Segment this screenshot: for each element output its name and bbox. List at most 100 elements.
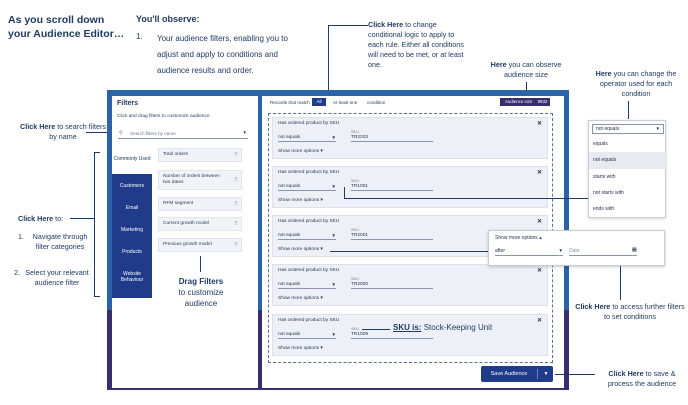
operator-option[interactable]: ends with (593, 206, 615, 212)
sku-label: SKU (351, 228, 359, 232)
more-link (330, 251, 488, 252)
operator-dropdown-select[interactable]: not equals ▼ (592, 124, 664, 134)
show-more-label: Show more options (278, 247, 320, 252)
show-more-options[interactable]: Show more options ▾ (278, 296, 323, 301)
save-audience-group: Save Audience ▼ (481, 366, 553, 382)
show-more-options[interactable]: Show more options ▾ (278, 346, 323, 351)
drag-handle-icon[interactable]: ⠿ (234, 221, 238, 227)
operator-option[interactable]: starts with (593, 174, 616, 180)
logic-all-button[interactable]: All (312, 98, 326, 106)
operator-option[interactable]: not equals (589, 152, 667, 169)
sku-input[interactable]: TR1001 (351, 184, 433, 191)
drag-handle-icon[interactable]: ⠿ (234, 177, 238, 183)
operator-dropdown: not equals ▼ equals not equals starts wi… (588, 120, 667, 218)
filter-item-label: Number of orders between two dates (163, 174, 220, 185)
date-placeholder: Date (569, 248, 580, 254)
show-more-options[interactable]: Show more options ▾ (278, 198, 323, 203)
close-icon[interactable]: ✕ (536, 219, 542, 225)
operator-select[interactable]: not equals▼ (278, 282, 336, 289)
sku-annotation-text: Stock-Keeping Unit (423, 323, 493, 332)
save-annotation-rest: to save & process the audience (607, 369, 677, 388)
show-more-label: Show more options (278, 346, 320, 351)
category-tabs (112, 174, 152, 298)
save-annotation-click: Click Here (608, 369, 644, 378)
sku-annotation: SKU is: Stock-Keeping Unit (393, 323, 492, 332)
logic-annotation-click: Click Here (368, 20, 404, 29)
close-icon[interactable]: ✕ (536, 121, 542, 127)
date-input[interactable]: Date ▦ (569, 247, 637, 256)
more-annotation-arrow (620, 266, 621, 300)
filter-item[interactable]: Previous growth model ⠿ (158, 238, 242, 252)
filter-item[interactable]: Total orders ⠿ (158, 148, 242, 162)
drag-handle-icon[interactable]: ⠿ (234, 201, 238, 207)
date-operator-select[interactable]: after ▼ (495, 248, 563, 256)
filter-item[interactable]: Current growth model ⠿ (158, 217, 242, 231)
filter-item[interactable]: RFM segment ⠿ (158, 197, 242, 211)
show-more-label: Show more options (278, 198, 320, 203)
more-annotation: Click Here to access further filters to … (572, 302, 688, 322)
logic-arrow-h (328, 25, 368, 26)
more-annotation-rest: to access further filters to set conditi… (604, 302, 685, 321)
drag-annotation-title: Drag Filters (178, 277, 224, 286)
more-options-popup: Show more options ▴ after ▼ Date ▦ (488, 230, 665, 266)
rule-title: Has ordered product by SKU (278, 121, 340, 126)
intro-title: As you scroll down your Audience Editor… (8, 14, 125, 40)
drag-handle-icon[interactable]: ⠿ (234, 152, 238, 158)
to-bracket-top (94, 152, 100, 153)
operator-annotation-rest: you can change the operator used for eac… (599, 69, 677, 98)
search-arrow (86, 132, 112, 133)
to-annotation: Click Here to: (18, 214, 78, 224)
rule-title: Has ordered product by SKU (278, 219, 340, 224)
audience-size-value: 9932 (537, 99, 548, 104)
logic-suffix: condition (367, 100, 386, 105)
to-annotation-rest: to: (55, 214, 64, 223)
save-arrow (555, 374, 595, 375)
step1-text: Navigate through filter categories (32, 232, 88, 251)
filter-item[interactable]: Number of orders between two dates ⠿ (158, 170, 242, 190)
tab-commonly-used[interactable]: Commonly Used (112, 152, 152, 174)
close-icon[interactable]: ✕ (536, 318, 542, 324)
operator-select[interactable]: not equals▼ (278, 184, 336, 191)
save-options-chevron-icon[interactable]: ▼ (543, 371, 549, 377)
tab-marketing[interactable]: Marketing (121, 227, 143, 233)
chevron-down-icon: ▼ (331, 184, 336, 189)
sku-input[interactable]: TR2001 (351, 233, 433, 240)
sku-input[interactable]: TR2203 (351, 135, 433, 142)
sku-label: SKU (351, 179, 359, 183)
operator-annotation-here: Here (595, 69, 612, 78)
rule-card: Has ordered product by SKU ✕ not equals▼… (272, 215, 548, 257)
sku-input[interactable]: TR2000 (351, 282, 433, 289)
sku-arrow (362, 329, 390, 330)
drag-arrow (200, 256, 201, 272)
observe-number: 1. (136, 32, 143, 41)
drag-handle-icon[interactable]: ⠿ (234, 242, 238, 248)
rule-title: Has ordered product by SKU (278, 170, 340, 175)
operator-option[interactable]: not starts with (593, 190, 624, 196)
operator-select[interactable]: not equals▼ (278, 332, 336, 339)
close-icon[interactable]: ✕ (536, 268, 542, 274)
show-more-options[interactable]: Show more options ▾ (278, 247, 323, 252)
calendar-icon[interactable]: ▦ (631, 247, 637, 253)
tab-products[interactable]: Products (122, 249, 142, 255)
close-icon[interactable]: ✕ (536, 170, 542, 176)
operator-select[interactable]: not equals▼ (278, 135, 336, 142)
operator-select[interactable]: not equals▼ (278, 233, 336, 240)
show-more-options[interactable]: Show more options ▾ (278, 149, 323, 154)
logic-annotation: Click Here to change conditional logic t… (368, 20, 468, 70)
tab-email[interactable]: Email (125, 205, 139, 211)
logic-arrow-v (328, 25, 329, 99)
logic-one-button[interactable]: At least one (333, 100, 358, 105)
filter-item-label: RFM segment (163, 201, 194, 206)
operator-value: not equals (278, 282, 301, 287)
operator-option[interactable]: equals (593, 141, 608, 147)
to-bracket-v (94, 152, 95, 296)
tab-customers[interactable]: Customers (119, 183, 145, 189)
size-annotation-here: Here (490, 60, 507, 69)
tab-website-behaviour[interactable]: Website Behaviour (120, 271, 144, 283)
filter-search-field[interactable]: ⚲ Search filters by name ▼ (118, 128, 248, 139)
save-audience-button[interactable]: Save Audience (490, 371, 528, 377)
sku-input[interactable]: TR1009 (351, 332, 433, 339)
rule-card: Has ordered product by SKU ✕ not equals▼… (272, 117, 548, 159)
operator-link-v (344, 187, 345, 199)
search-input[interactable]: Search filters by name (130, 131, 176, 136)
